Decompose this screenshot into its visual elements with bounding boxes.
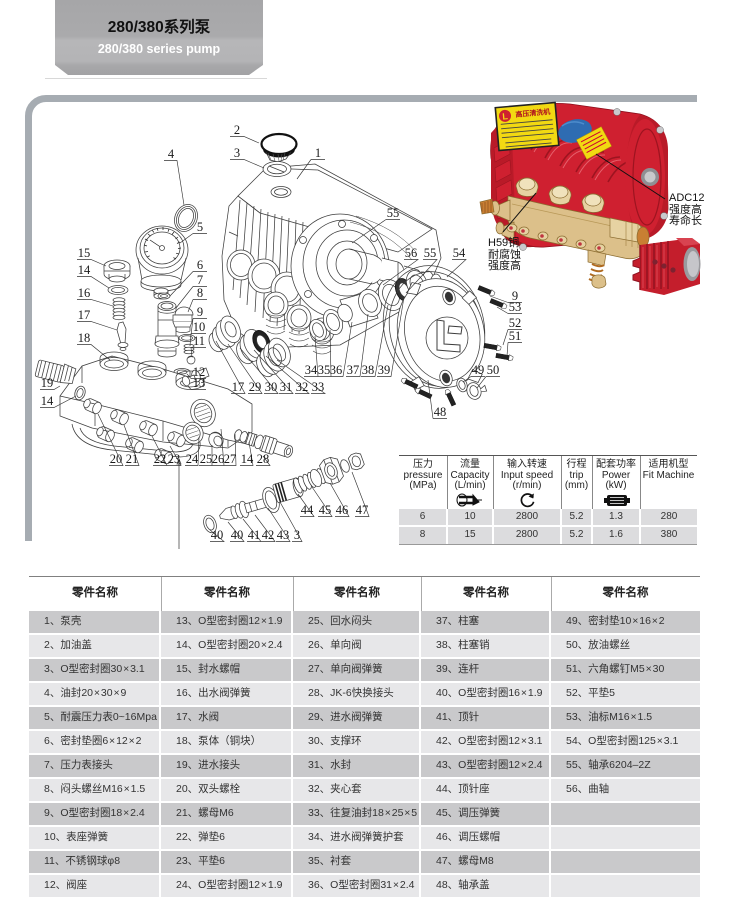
svg-text:27: 27 (224, 452, 237, 466)
svg-text:55: 55 (424, 246, 437, 260)
svg-text:45: 45 (319, 503, 332, 517)
svg-text:10: 10 (193, 320, 206, 334)
svg-text:9: 9 (197, 305, 203, 319)
svg-text:14: 14 (78, 263, 91, 277)
svg-text:17: 17 (78, 308, 91, 322)
svg-text:40: 40 (211, 528, 224, 542)
svg-text:48: 48 (434, 405, 447, 419)
svg-text:37: 37 (347, 363, 360, 377)
svg-text:L: L (502, 111, 509, 121)
svg-text:53: 53 (509, 300, 522, 314)
svg-text:43: 43 (277, 528, 290, 542)
svg-text:26: 26 (212, 452, 225, 466)
svg-text:30: 30 (265, 380, 278, 394)
svg-text:13: 13 (193, 376, 206, 390)
svg-text:5: 5 (197, 220, 203, 234)
svg-text:1: 1 (315, 146, 321, 160)
svg-text:47: 47 (356, 503, 369, 517)
svg-text:46: 46 (336, 503, 349, 517)
svg-text:34: 34 (305, 363, 318, 377)
svg-text:19: 19 (41, 376, 54, 390)
svg-text:29: 29 (249, 380, 262, 394)
svg-text:51: 51 (509, 329, 522, 343)
svg-text:24: 24 (186, 452, 199, 466)
svg-text:20: 20 (110, 452, 123, 466)
svg-text:12: 12 (193, 365, 206, 379)
svg-text:31: 31 (280, 380, 293, 394)
svg-text:17: 17 (232, 380, 245, 394)
svg-text:44: 44 (301, 503, 314, 517)
svg-text:32: 32 (296, 380, 309, 394)
svg-text:23: 23 (168, 452, 181, 466)
svg-text:33: 33 (312, 380, 325, 394)
svg-text:25: 25 (200, 452, 213, 466)
svg-text:9: 9 (512, 289, 518, 303)
svg-text:49: 49 (472, 363, 485, 377)
svg-text:28: 28 (257, 452, 270, 466)
svg-text:15: 15 (78, 246, 91, 260)
svg-text:8: 8 (197, 286, 203, 300)
svg-text:55: 55 (387, 206, 400, 220)
svg-text:3: 3 (234, 146, 240, 160)
svg-text:6: 6 (197, 258, 203, 272)
svg-text:50: 50 (487, 363, 500, 377)
svg-text:7: 7 (197, 273, 203, 287)
svg-text:14: 14 (41, 394, 54, 408)
svg-text:54: 54 (453, 246, 466, 260)
svg-text:14: 14 (241, 452, 254, 466)
svg-text:21: 21 (126, 452, 139, 466)
svg-text:41: 41 (248, 528, 261, 542)
svg-text:2: 2 (234, 123, 240, 137)
svg-text:35: 35 (318, 363, 331, 377)
svg-text:16: 16 (78, 286, 91, 300)
svg-text:39: 39 (378, 363, 391, 377)
svg-text:36: 36 (330, 363, 343, 377)
svg-text:56: 56 (405, 246, 418, 260)
svg-text:18: 18 (78, 331, 91, 345)
svg-text:40: 40 (231, 528, 244, 542)
svg-text:42: 42 (262, 528, 275, 542)
svg-text:52: 52 (509, 316, 522, 330)
svg-text:3: 3 (294, 528, 300, 542)
svg-text:38: 38 (362, 363, 375, 377)
svg-text:11: 11 (193, 334, 205, 348)
svg-text:4: 4 (168, 147, 175, 161)
svg-text:22: 22 (154, 452, 167, 466)
